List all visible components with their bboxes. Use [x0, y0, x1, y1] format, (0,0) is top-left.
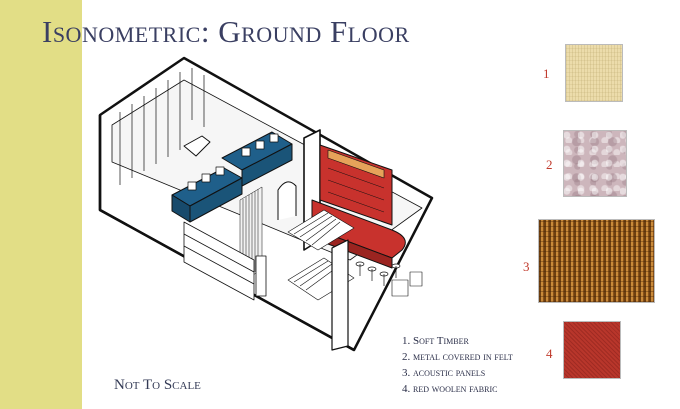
swatch-number: 1 — [543, 66, 550, 81]
accent-band — [0, 0, 82, 409]
swatch-number: 3 — [523, 259, 530, 274]
page-title: Isonometric: Ground Floor — [42, 14, 410, 49]
equipment — [391, 271, 423, 297]
bar-shelves — [327, 167, 385, 213]
swatch-number: 4 — [546, 346, 553, 361]
column — [331, 239, 349, 351]
scale-note: Not To Scale — [114, 377, 201, 393]
arch-doorway — [277, 181, 297, 220]
legend-item: 1. Soft Timber — [402, 335, 469, 347]
isometric-drawing — [98, 56, 434, 352]
bar-stools — [355, 261, 401, 286]
legend-item: 3. acoustic panels — [402, 367, 486, 379]
legend-item: 4. red woolen fabric — [402, 383, 498, 395]
piano — [183, 135, 211, 157]
swatch-number: 2 — [546, 157, 553, 172]
materials-legend: 1. Soft Timber 2. metal covered in felt … — [402, 333, 513, 397]
swatch-soft-timber — [565, 44, 623, 102]
bar-counter — [311, 199, 406, 259]
front-facade — [183, 221, 267, 301]
swatch-red-woolen-fabric — [563, 321, 621, 379]
back-wall-panels — [119, 68, 205, 185]
legend-item: 2. metal covered in felt — [402, 351, 513, 363]
swatch-acoustic-panel — [538, 219, 655, 303]
booth-chairs — [187, 133, 279, 191]
swatch-felt-metal — [563, 130, 627, 197]
bar-back-wall — [319, 144, 393, 226]
